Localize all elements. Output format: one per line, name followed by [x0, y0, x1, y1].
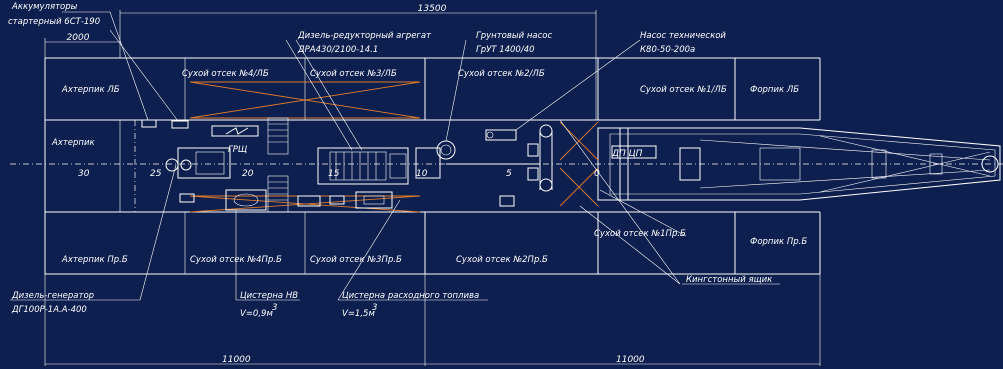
dry2-pb-label: Сухой отсек №2Пр.Б [456, 255, 548, 265]
frame-30: 30 [78, 169, 90, 179]
tank-fuel-volume: V=1,5м [342, 309, 375, 319]
diesel-gear-label: Дизель-редукторный агрегат [297, 31, 432, 41]
dp-cp-label: ДП ЦП [611, 149, 643, 159]
tank-nv-label: Цистерна НВ [240, 291, 298, 301]
tank-nv [225, 189, 267, 211]
top-dimensions: 13500 2000 [44, 4, 597, 120]
dry3-lb-label: Сухой отсек №3/ЛБ [310, 69, 397, 79]
ladder-frame [597, 127, 1001, 201]
diesel-gear-unit [317, 147, 409, 185]
tank-fuel-sup: 3 [372, 303, 377, 313]
dry3-pb-label: Сухой отсек №3Пр.Б [310, 255, 402, 265]
kingston-label: Кингстонный ящик [686, 275, 773, 285]
tech-water-pump [485, 129, 517, 141]
leader-lines [10, 11, 780, 301]
aft-peak-lb-label: Ахтерпик ЛБ [61, 85, 120, 95]
tank-fuel-label: Цистерна расходного топлива [342, 291, 479, 301]
dp-cp-box [611, 145, 657, 159]
ground-pump-model: ГрУТ 1400/40 [476, 45, 535, 55]
frame-15: 15 [328, 169, 340, 179]
labels: Аккумуляторы стартерный 6СТ-190 Дизель-р… [8, 2, 807, 365]
frame-5: 5 [506, 169, 512, 179]
grsh-panel [211, 125, 259, 137]
aft-peak-label: Ахтерпик [51, 138, 96, 148]
diesel-gen-model: ДГ100Р-1А.А-400 [11, 305, 87, 315]
tech-pump-model: К80-50-200а [640, 45, 695, 55]
dim-11000-right: 11000 [616, 355, 645, 365]
frame-10: 10 [416, 169, 428, 179]
aft-peak-pb-label: Ахтерпик Пр.Б [61, 255, 128, 265]
accumulators-model: стартерный 6СТ-190 [8, 17, 100, 27]
fore-peak-lb-label: Форпик ЛБ [750, 85, 799, 95]
bottom-dimensions [44, 274, 821, 366]
dry4-lb-label: Сухой отсек №4/ЛБ [182, 69, 269, 79]
fore-peak-pb-label: Форпик Пр.Б [750, 237, 807, 247]
dim-11000-left: 11000 [222, 355, 251, 365]
frame-25: 25 [150, 169, 162, 179]
diesel-gear-model: ДРА430/2100-14.1 [297, 45, 378, 55]
dry1-pb-label: Сухой отсек №1Пр.Б [594, 229, 686, 239]
ground-pump-housing [415, 147, 441, 179]
dry2-lb-label: Сухой отсек №2/ЛБ [458, 69, 545, 79]
accumulators-label: Аккумуляторы [11, 2, 78, 12]
grsh-label: ГРЩ [228, 145, 247, 155]
frame-0: 0 [594, 169, 600, 179]
frame-20: 20 [242, 169, 254, 179]
dry4-pb-label: Сухой отсек №4Пр.Б [190, 255, 282, 265]
hull-outline [44, 57, 1001, 275]
dim-2000-text: 2000 [67, 33, 90, 43]
dry1-lb-label: Сухой отсек №1/ЛБ [640, 85, 727, 95]
accumulator-1 [141, 119, 157, 128]
ground-pump-label: Грунтовый насос [476, 31, 552, 41]
compartment-crosses [189, 81, 599, 213]
tank-nv-sup: 3 [272, 303, 277, 313]
accumulator-2 [171, 120, 189, 129]
equipment [141, 117, 999, 213]
tech-pump-label: Насос технической [640, 31, 726, 41]
diesel-generator [177, 147, 231, 179]
tank-nv-volume: V=0,9м [240, 309, 273, 319]
tank-fuel [355, 191, 393, 209]
diesel-gen-label: Дизель-генератор [11, 291, 94, 301]
dim-13500-text: 13500 [418, 4, 447, 14]
